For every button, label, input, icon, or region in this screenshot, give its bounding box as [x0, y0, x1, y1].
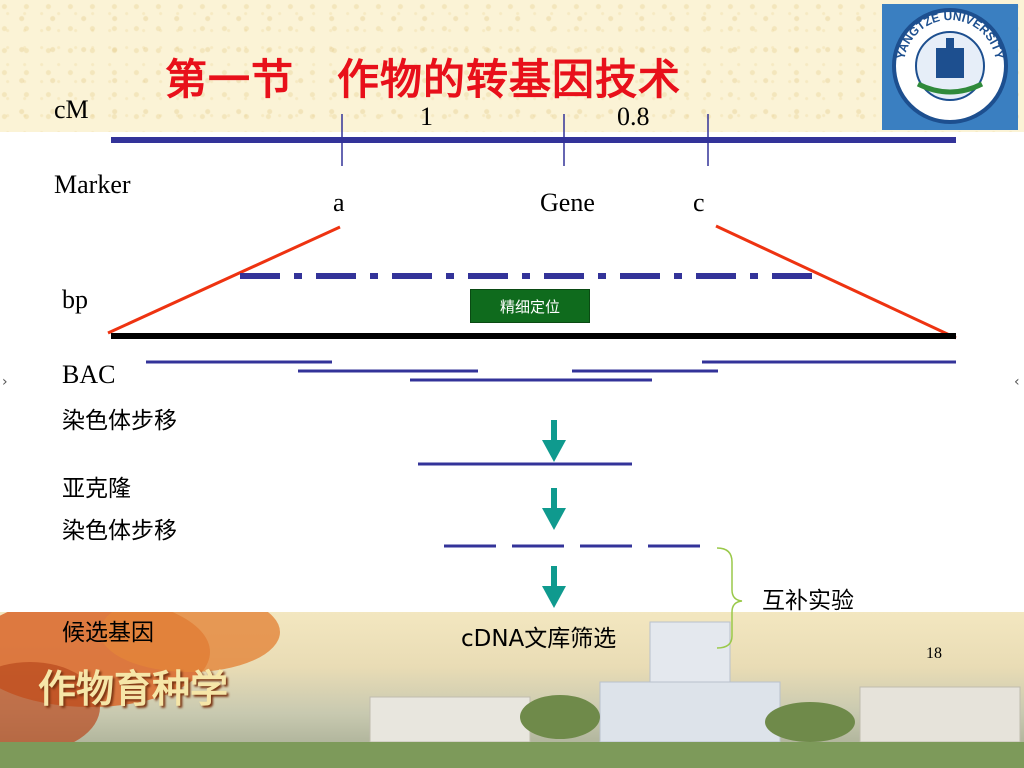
low-building-right	[859, 686, 1021, 743]
footer-course-title: 作物育种学	[38, 667, 229, 711]
complementation-brace	[716, 547, 743, 649]
logo-building	[936, 48, 964, 78]
step-candidate-gene: 候选基因	[62, 620, 154, 646]
content-area	[0, 132, 1024, 612]
main-building-wings	[599, 681, 781, 743]
page-number: 18	[926, 645, 942, 662]
step-chromosome-walking-1: 染色体步移	[62, 408, 177, 434]
trees-center	[520, 695, 600, 739]
zoom-line-left	[107, 225, 341, 335]
zoom-line-right	[715, 224, 957, 340]
cm-axis-label: cM	[54, 95, 89, 124]
marker-row-label: Marker	[54, 170, 131, 199]
complementation-label: 互补实验	[762, 588, 854, 614]
footer-photo-band: 作物育种学	[0, 612, 1024, 768]
distance-label-2: 0.8	[617, 102, 650, 131]
bp-axis-label: bp	[62, 285, 88, 314]
lawn	[0, 742, 1024, 768]
prev-slide-chevron-icon[interactable]: ›	[2, 374, 8, 390]
fine-mapping-label: 精细定位	[470, 289, 590, 323]
gene-label: Gene	[540, 188, 595, 217]
distance-label-1: 1	[420, 102, 433, 131]
step-subcloning: 亚克隆	[62, 476, 131, 502]
bac-clones	[146, 360, 956, 382]
bac-label: BAC	[62, 360, 116, 389]
marker-c-label: c	[693, 188, 705, 217]
trees-right	[765, 702, 855, 742]
flower-tree-canopy-2	[100, 612, 280, 672]
logo-building-tower	[946, 38, 954, 50]
step-chromosome-walking-2: 染色体步移	[62, 518, 177, 544]
university-logo: YANGTZE UNIVERSITY	[882, 4, 1018, 130]
logo-wave	[916, 81, 984, 95]
cdna-screening-label: cDNA文库筛选	[461, 626, 617, 652]
next-slide-chevron-icon[interactable]: ‹	[1014, 374, 1020, 390]
marker-a-label: a	[333, 188, 345, 217]
down-arrow-icon	[542, 420, 566, 462]
flow-arrows	[542, 420, 566, 608]
slide-title: 第一节 作物的转基因技术	[165, 55, 682, 104]
footer-scenery	[0, 612, 1024, 768]
down-arrow-icon	[542, 566, 566, 608]
flower-tree-canopy-3	[0, 662, 100, 752]
down-arrow-icon	[542, 488, 566, 530]
